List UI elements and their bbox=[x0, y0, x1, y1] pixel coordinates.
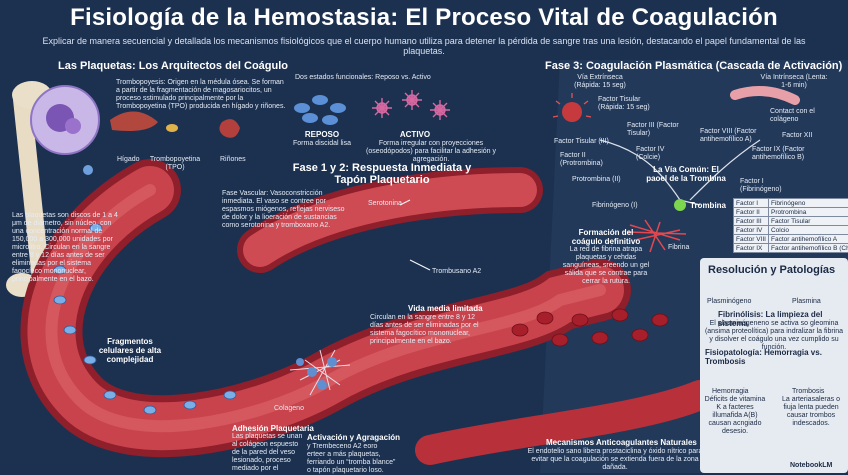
phase3-title: Fase 3: Coagulación Plasmática (Cascada … bbox=[545, 60, 842, 72]
factor-iii-top-label: Factor III (Factor Tisular) bbox=[627, 122, 697, 138]
page-subtitle: Explicar de manera secuencial y detallad… bbox=[40, 36, 808, 56]
thrombosis-desc: La arteriasaleras o fiuja lenta pueden c… bbox=[778, 396, 844, 428]
thrombin-label: Trombina bbox=[690, 201, 726, 210]
liver-icon bbox=[110, 111, 158, 131]
active-label: ACTIVO bbox=[385, 130, 445, 139]
life-span-desc: Circulan en la sangre entre 8 y 12 días … bbox=[370, 314, 480, 346]
rest-label: REPOSO bbox=[292, 130, 352, 139]
fibrin-label: Fibrina bbox=[668, 244, 689, 252]
vascular-phase-text: Fase Vascular: Vasoconstricción inmediat… bbox=[222, 190, 352, 230]
anticoagulant-title: Mecanismos Anticoagulantes Naturales bbox=[546, 438, 697, 447]
adhesion-desc: Las plaquetas se unan al colágeon espues… bbox=[232, 433, 304, 473]
resolution-title: Resolución y Patologías bbox=[708, 264, 835, 276]
intrinsic-pathway-label: Vía Intrínseca (Lenta: 1-6 min) bbox=[758, 74, 830, 90]
collagen-contact-label: Contact con el colágeno bbox=[770, 108, 820, 124]
hemorrhage-desc: Déficits de vitamina K a facteres illuma… bbox=[704, 396, 766, 436]
fibrinogen-label: Fibrinógeno (I) bbox=[592, 202, 638, 210]
serotonin-label: Serotonina bbox=[368, 200, 402, 208]
clot-title: Formación del coágulo definitivo bbox=[566, 228, 646, 246]
activation-desc: y Trembeceno A2 eoro erteer a más plaque… bbox=[307, 443, 397, 475]
organ-liver-label: Hígado bbox=[117, 156, 140, 164]
common-pathway-label: La Vía Común: El paoel de la Trombina bbox=[646, 165, 726, 183]
plasminogen-label: Plasminógeno bbox=[707, 298, 751, 306]
thrombin-icon bbox=[674, 199, 686, 211]
anticoagulant-desc: El endotelio sano libera prostaciclina y… bbox=[520, 448, 710, 472]
active-desc: Forma irregular con proyecciones (oseodó… bbox=[356, 140, 506, 164]
adhesion-title: Adhesión Plaquetaria bbox=[232, 424, 314, 433]
organ-tpo-label: Trombopoyetina (TPO) bbox=[145, 156, 205, 172]
factor-i-label: Factor I (Fibrinógeno) bbox=[740, 178, 790, 194]
extrinsic-pathway-label: Vía Extrínseca (Rápida: 15 seg) bbox=[565, 74, 635, 90]
states-title: Dos estados funcionales: Reposo vs. Acti… bbox=[295, 74, 431, 82]
factor-ii-label: Factor II (Protrombina) bbox=[560, 152, 610, 168]
clot-desc: La red de fibrina atrapa plaquetas y ceh… bbox=[556, 246, 656, 286]
activation-title: Activación y Agragación bbox=[307, 433, 400, 442]
rest-platelets-icon bbox=[294, 95, 346, 125]
thromboxane-label: Trombusano A2 bbox=[432, 268, 481, 276]
phase12-title: Fase 1 y 2: Respuesta Inmediata y Tapón … bbox=[292, 162, 472, 186]
prothrombin-label: Protrombina (II) bbox=[572, 176, 621, 184]
left-panel-title: Las Plaquetas: Los Arquitectos del Coágu… bbox=[58, 60, 288, 72]
factor-iv-label: Factor IV (Colcie) bbox=[636, 146, 676, 162]
collagen-label: Colageno bbox=[274, 405, 304, 413]
page-title: Fisiología de la Hemostasia: El Proceso … bbox=[0, 4, 848, 32]
platelet-description: Las plaquetas son discos de 1 a 4 μm de … bbox=[12, 212, 120, 284]
factor-ix-label: Factor IX (Factor antihemofílico B) bbox=[752, 146, 837, 162]
rest-desc: Forma discidal lisa bbox=[285, 140, 359, 148]
factor-xii-label: Factor XII bbox=[782, 132, 812, 140]
life-span-title: Vida media limitada bbox=[408, 304, 483, 313]
thrombopoiesis-text: Trombopoyesis: Origen en la médula ósea.… bbox=[116, 79, 286, 111]
fragments-label: Fragmentos celulares de alta complejidad bbox=[90, 337, 170, 364]
thrombosis-label: Trombosis bbox=[792, 388, 824, 396]
tissue-factor-a-label: Factor Tisular (Rápida: 15 seg) bbox=[598, 96, 658, 112]
kidney-icon bbox=[219, 119, 240, 138]
hemorrhage-label: Hemorragia bbox=[712, 388, 749, 396]
tissue-factor-icon bbox=[562, 102, 582, 122]
tissue-factor-iii-label: Factor Tisular (III) bbox=[554, 138, 609, 146]
active-platelets-icon bbox=[372, 90, 450, 120]
plasmin-label: Plasmina bbox=[792, 298, 821, 306]
physiopathology-title: Fisiopatología: Hemorragia vs. Trombosis bbox=[705, 348, 848, 366]
brand-label: NotebookLM bbox=[790, 462, 832, 470]
factor-viii-label: Factor VIII (Factor antihemofílico A) bbox=[700, 128, 785, 144]
organ-kidney-label: Riñones bbox=[220, 156, 246, 164]
